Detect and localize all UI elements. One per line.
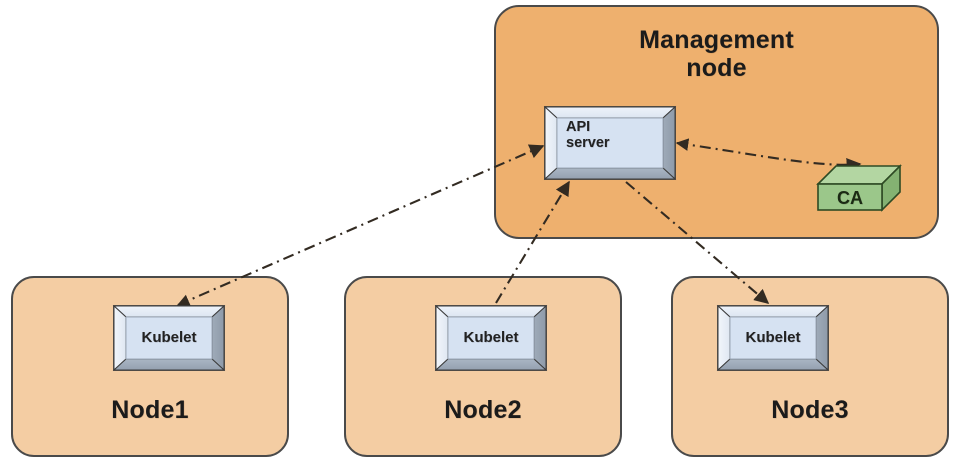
connector-apiserver-to-kubelet3 [625, 181, 770, 304]
cube-ca[interactable] [816, 164, 902, 212]
component-api-server[interactable] [543, 105, 677, 181]
component-kubelet-node1[interactable] [112, 304, 226, 372]
connector-apiserver-to-ca [675, 138, 862, 173]
component-kubelet-node2[interactable] [434, 304, 548, 372]
connector-kubelet1-to-apiserver [176, 144, 545, 307]
connector-kubelet2-to-apiserver [495, 180, 570, 304]
component-kubelet-node3[interactable] [716, 304, 830, 372]
